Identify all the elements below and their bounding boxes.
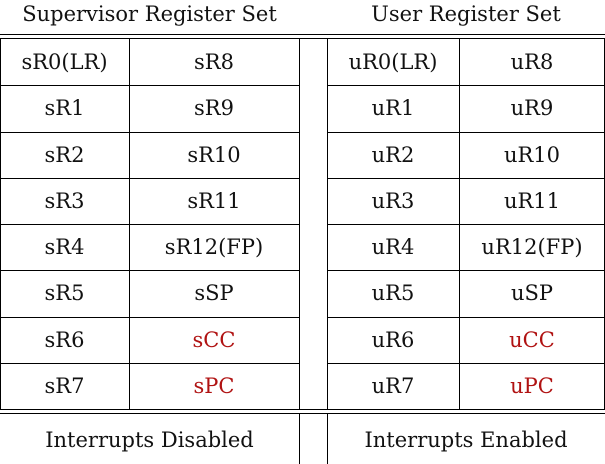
grid-row-separator: [0, 224, 299, 225]
register-cell-ucc: uCC: [509, 328, 555, 352]
register-cell-ssp: sSP: [194, 281, 234, 305]
register-cell-ur10: uR10: [503, 143, 561, 167]
register-cell-ur2: uR2: [371, 143, 415, 167]
grid-row-separator: [327, 178, 605, 179]
user-interrupts-label: Interrupts Enabled: [364, 428, 568, 452]
grid-row-separator: [327, 317, 605, 318]
register-cell-sr1: sR1: [44, 96, 85, 120]
grid-row-separator: [327, 224, 605, 225]
grid-row-separator: [0, 363, 299, 364]
register-cell-ur7: uR7: [371, 374, 415, 398]
grid-row-separator: [0, 317, 299, 318]
register-cell-sr10: sR10: [187, 143, 241, 167]
footer-rule-bottom: [0, 413, 605, 414]
register-cell-sr11: sR11: [187, 189, 241, 213]
user-set-title: User Register Set: [371, 2, 561, 26]
grid-row-separator: [0, 85, 299, 86]
register-cell-sr3: sR3: [44, 189, 85, 213]
grid-row-separator: [327, 85, 605, 86]
register-cell-sr0-lr: sR0(LR): [21, 50, 108, 74]
grid-row-separator: [0, 132, 299, 133]
footer-rule-top: [0, 409, 605, 410]
register-cell-sr6: sR6: [44, 328, 85, 352]
register-cell-ur8: uR8: [510, 50, 554, 74]
grid-row-separator: [327, 363, 605, 364]
register-cell-ur4: uR4: [371, 235, 415, 259]
register-cell-ur6: uR6: [371, 328, 415, 352]
register-cell-upc: uPC: [510, 374, 554, 398]
grid-row-separator: [0, 270, 299, 271]
header-rule-bottom: [0, 38, 605, 39]
supervisor-interrupts-label: Interrupts Disabled: [45, 428, 254, 452]
register-cell-sr5: sR5: [44, 281, 85, 305]
grid-row-separator: [0, 178, 299, 179]
register-cell-sr2: sR2: [44, 143, 85, 167]
header-rule-top: [0, 34, 605, 35]
register-cell-sr9: sR9: [194, 96, 234, 120]
grid-vline: [299, 39, 300, 409]
grid-row-separator: [327, 270, 605, 271]
register-cell-scc: sCC: [192, 328, 236, 352]
register-cell-sr8: sR8: [194, 50, 234, 74]
register-cell-ur0-lr: uR0(LR): [348, 50, 438, 74]
register-cell-sr4: sR4: [44, 235, 85, 259]
register-cell-ur12-fp: uR12(FP): [481, 235, 583, 259]
grid-row-separator: [327, 132, 605, 133]
register-cell-ur5: uR5: [371, 281, 415, 305]
footer-divider-left: [299, 414, 300, 464]
register-cell-spc: sPC: [193, 374, 235, 398]
register-cell-sr7: sR7: [44, 374, 85, 398]
register-cell-ur3: uR3: [371, 189, 415, 213]
register-cell-ur1: uR1: [371, 96, 415, 120]
register-cell-usp: uSP: [510, 281, 554, 305]
footer-divider-right: [327, 414, 328, 464]
register-cell-ur9: uR9: [510, 96, 554, 120]
register-cell-sr12-fp: sR12(FP): [164, 235, 264, 259]
supervisor-set-title: Supervisor Register Set: [22, 2, 277, 26]
register-cell-ur11: uR11: [503, 189, 561, 213]
